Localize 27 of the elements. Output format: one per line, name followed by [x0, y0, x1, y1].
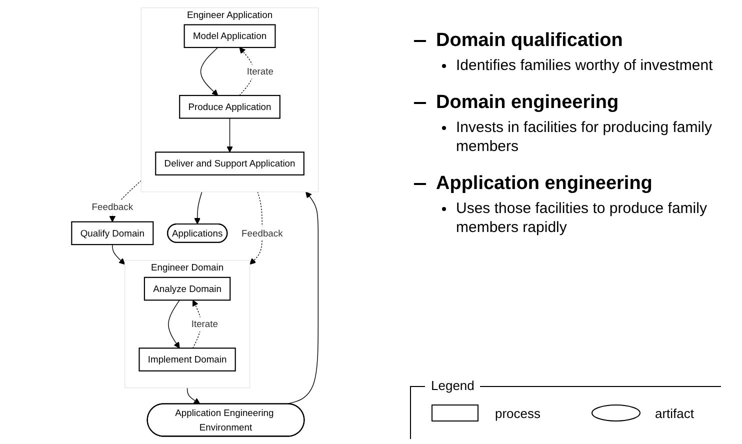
- edge-label: Feedback: [92, 201, 134, 212]
- legend-label: artifact: [655, 406, 694, 420]
- arrow: [249, 192, 263, 265]
- edge-label: Iterate: [191, 318, 218, 330]
- section-heading: Domain engineering: [436, 92, 619, 114]
- bullet-text: Uses those facilities to produce family members rapidly: [456, 198, 732, 238]
- legend-title: Legend: [425, 378, 480, 393]
- section-heading: Domain qualification: [436, 30, 623, 52]
- node-box: Implement Domain: [138, 348, 236, 372]
- node-box: Deliver and Support Application: [155, 152, 304, 176]
- arrow: [226, 118, 233, 152]
- node-box: Analyze Domain: [144, 276, 231, 301]
- legend-label: process: [495, 406, 541, 420]
- arrow: [200, 47, 218, 96]
- arrow: [186, 388, 200, 404]
- arrow: [168, 300, 180, 348]
- section-heading: Application engineering: [436, 172, 652, 194]
- edge-label: Feedback: [242, 228, 283, 238]
- node-box: Produce Application: [179, 94, 280, 119]
- node-box: Model Application: [184, 24, 276, 48]
- arrow: [194, 192, 202, 224]
- bullet-text: Invests in facilities for producing family members: [456, 118, 732, 156]
- bullet-text: Identifies families worthy of investment: [456, 56, 732, 76]
- edge-label: Iterate: [246, 66, 274, 77]
- arrow: [112, 244, 126, 265]
- node-box: Qualify Domain: [71, 221, 154, 246]
- arrow: [287, 192, 319, 404]
